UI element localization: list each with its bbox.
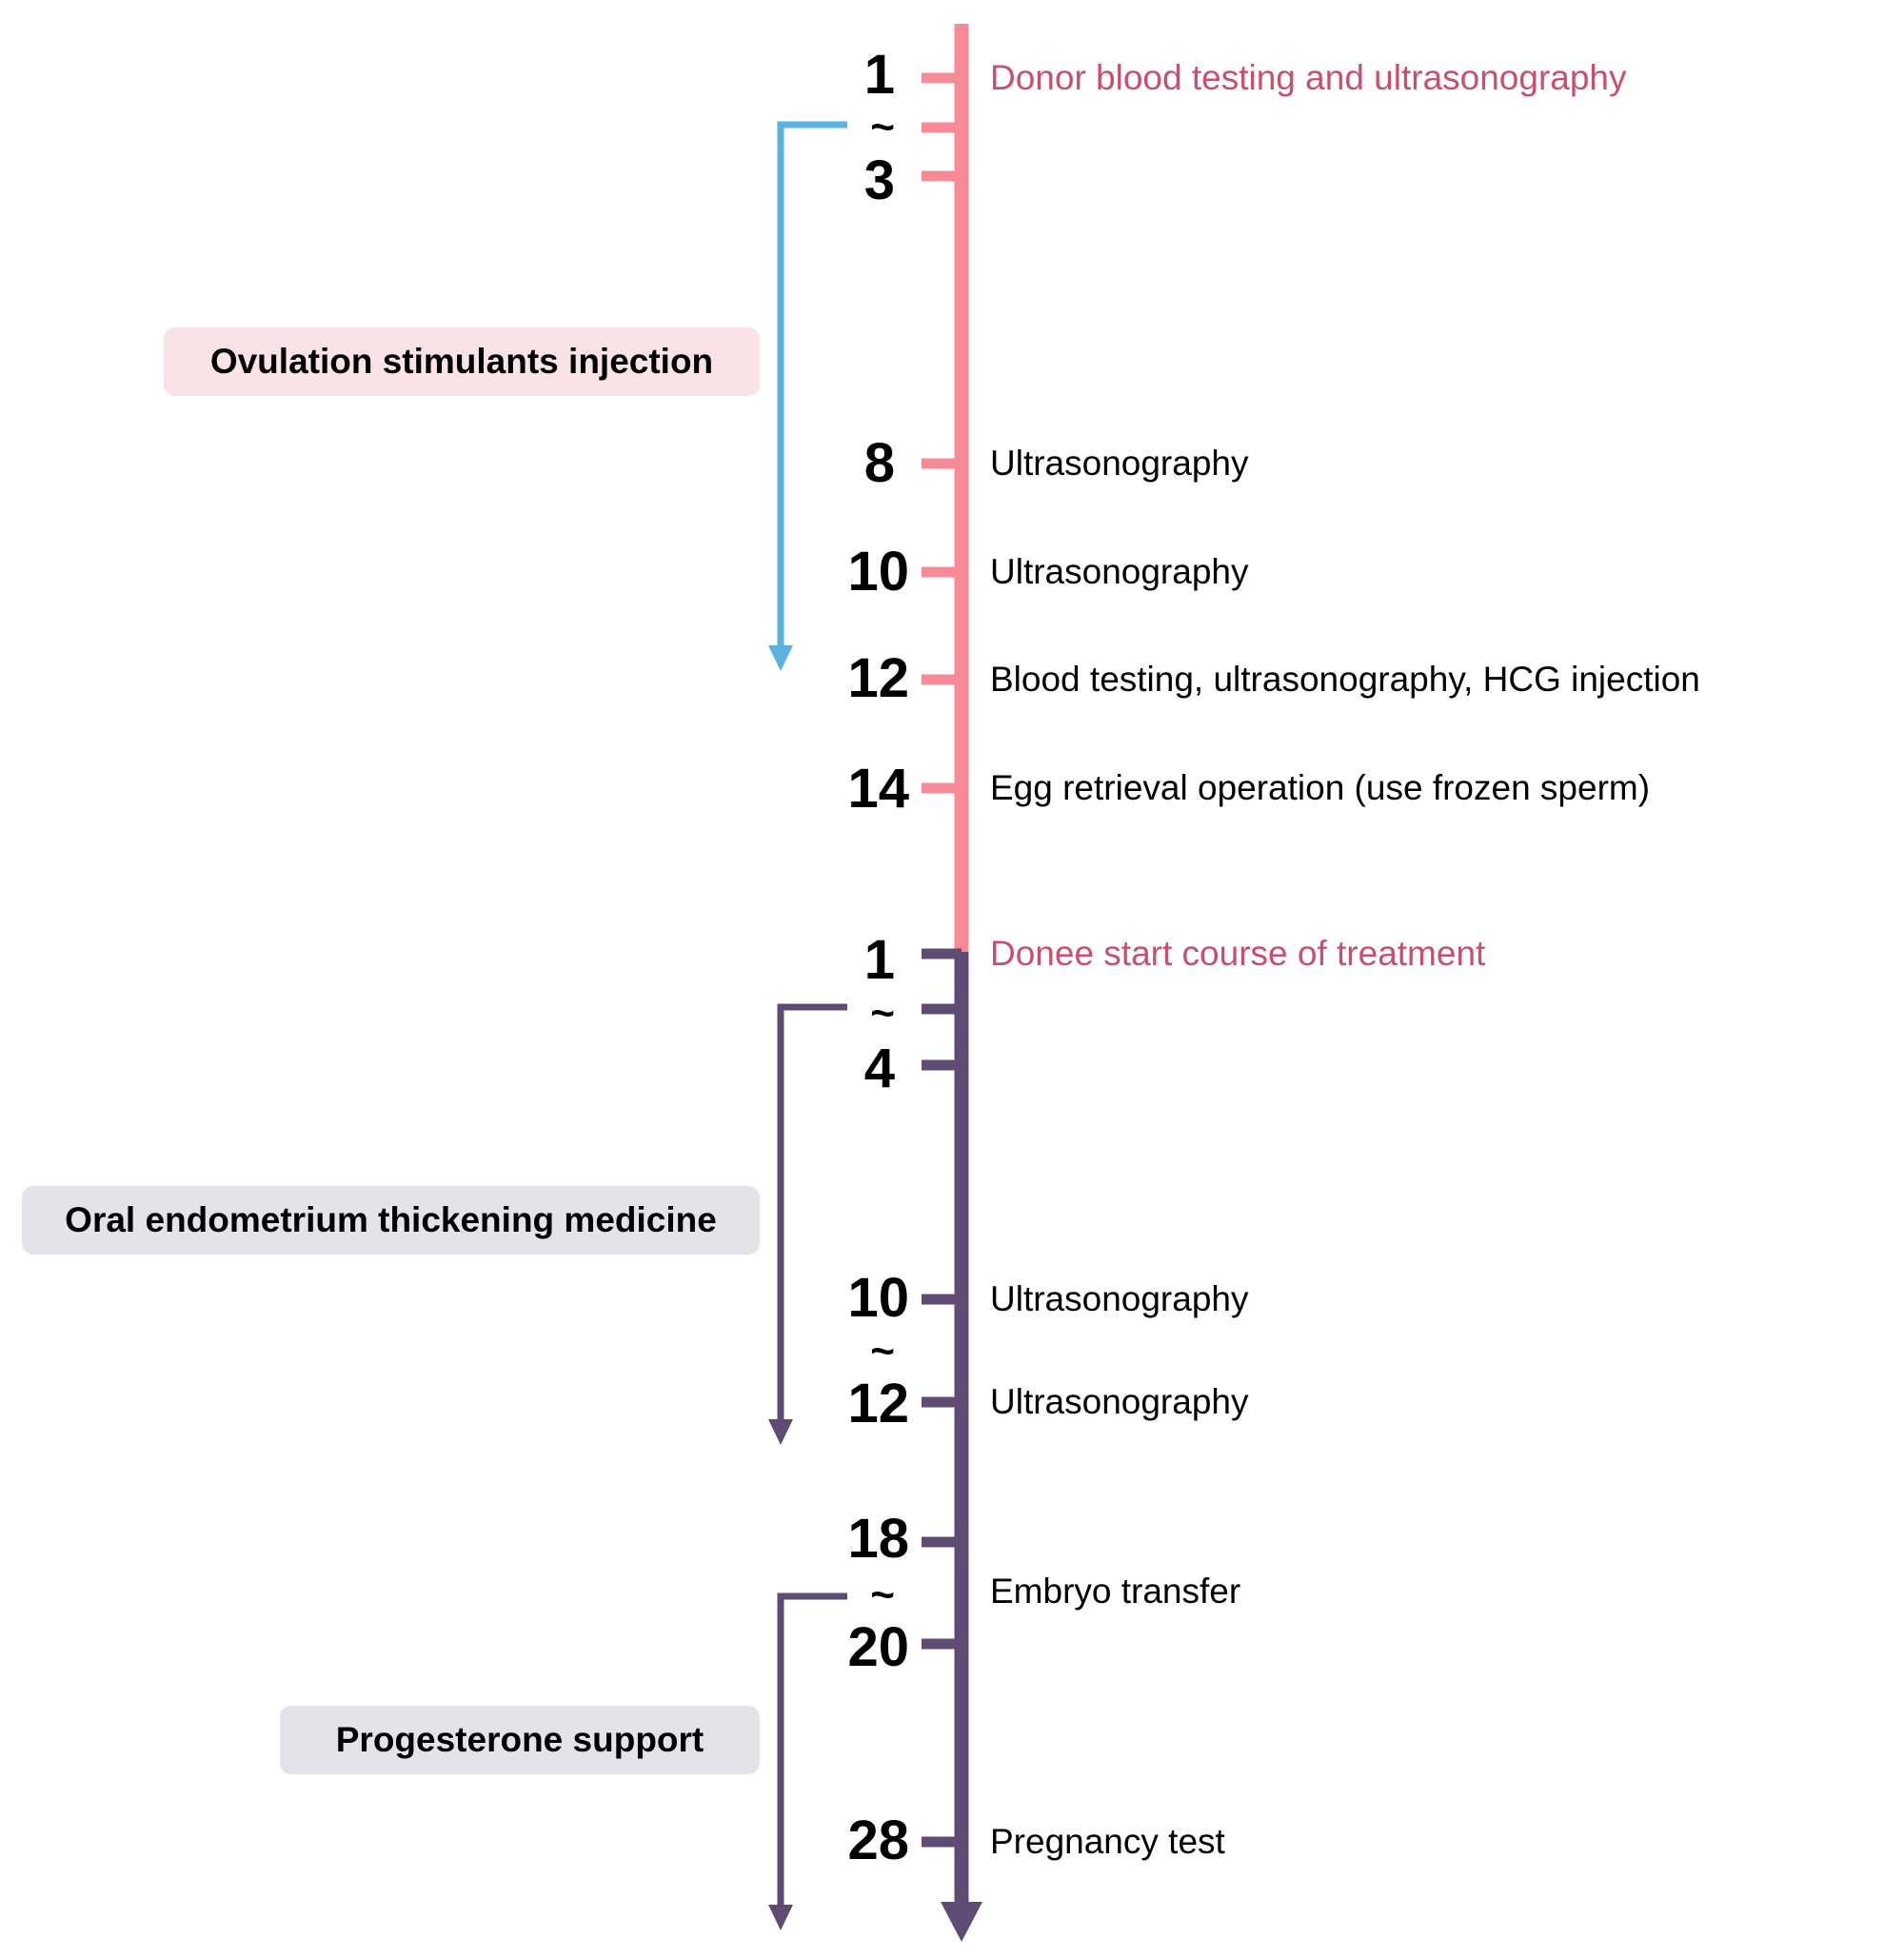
donee-day-12: 12 [847, 1373, 909, 1434]
donor-day-14: 14 [847, 758, 909, 820]
timeline-arrowhead [941, 1902, 982, 1942]
oral-medicine-arrow [777, 1003, 847, 1423]
donee-start-event: Donee start course of treatment [990, 934, 1486, 973]
donor-day-10: 10 [847, 541, 909, 603]
donee-day-18: 18 [847, 1508, 909, 1570]
ovulation-stimulants-arrow [777, 121, 847, 649]
progesterone-support-label: Progesterone support [280, 1706, 760, 1774]
progesterone-arrowhead [768, 1905, 793, 1930]
donor-day-range-tilde: ~ [870, 104, 895, 150]
donee-day-range-tilde-1: ~ [870, 990, 895, 1037]
donor-day-12-event: Blood testing, ultrasonography, HCG inje… [990, 660, 1700, 699]
donor-ticks [922, 72, 962, 794]
ovulation-stimulants-label: Ovulation stimulants injection [164, 327, 760, 396]
oral-medicine-arrowhead [768, 1419, 793, 1445]
donor-day-3: 3 [863, 149, 895, 211]
embryo-transfer-event: Embryo transfer [990, 1572, 1241, 1611]
donee-ticks [922, 948, 962, 1848]
oral-endometrium-medicine-label: Oral endometrium thickening medicine [22, 1186, 760, 1255]
progesterone-arrow [777, 1592, 847, 1909]
ovulation-stimulants-arrowhead [768, 645, 793, 671]
donee-day-1: 1 [863, 929, 895, 991]
donor-day-10-event: Ultrasonography [990, 552, 1249, 591]
donor-start-event: Donor blood testing and ultrasonography [990, 58, 1627, 97]
donee-day-28: 28 [847, 1810, 909, 1871]
donor-day-8-event: Ultrasonography [990, 444, 1249, 483]
donor-day-8: 8 [863, 432, 895, 494]
donee-day-4: 4 [863, 1038, 895, 1099]
pregnancy-test-event: Pregnancy test [990, 1822, 1225, 1861]
donor-day-12: 12 [847, 647, 909, 709]
donee-day-range-tilde-2: ~ [870, 1328, 895, 1375]
donor-day-1: 1 [863, 44, 895, 106]
donee-day-12-event: Ultrasonography [990, 1382, 1249, 1421]
donee-day-10-event: Ultrasonography [990, 1279, 1249, 1318]
donee-day-range-tilde-3: ~ [870, 1572, 895, 1618]
donee-day-10: 10 [847, 1267, 909, 1329]
donee-day-20: 20 [847, 1616, 909, 1678]
donor-day-14-event: Egg retrieval operation (use frozen sper… [990, 768, 1651, 807]
